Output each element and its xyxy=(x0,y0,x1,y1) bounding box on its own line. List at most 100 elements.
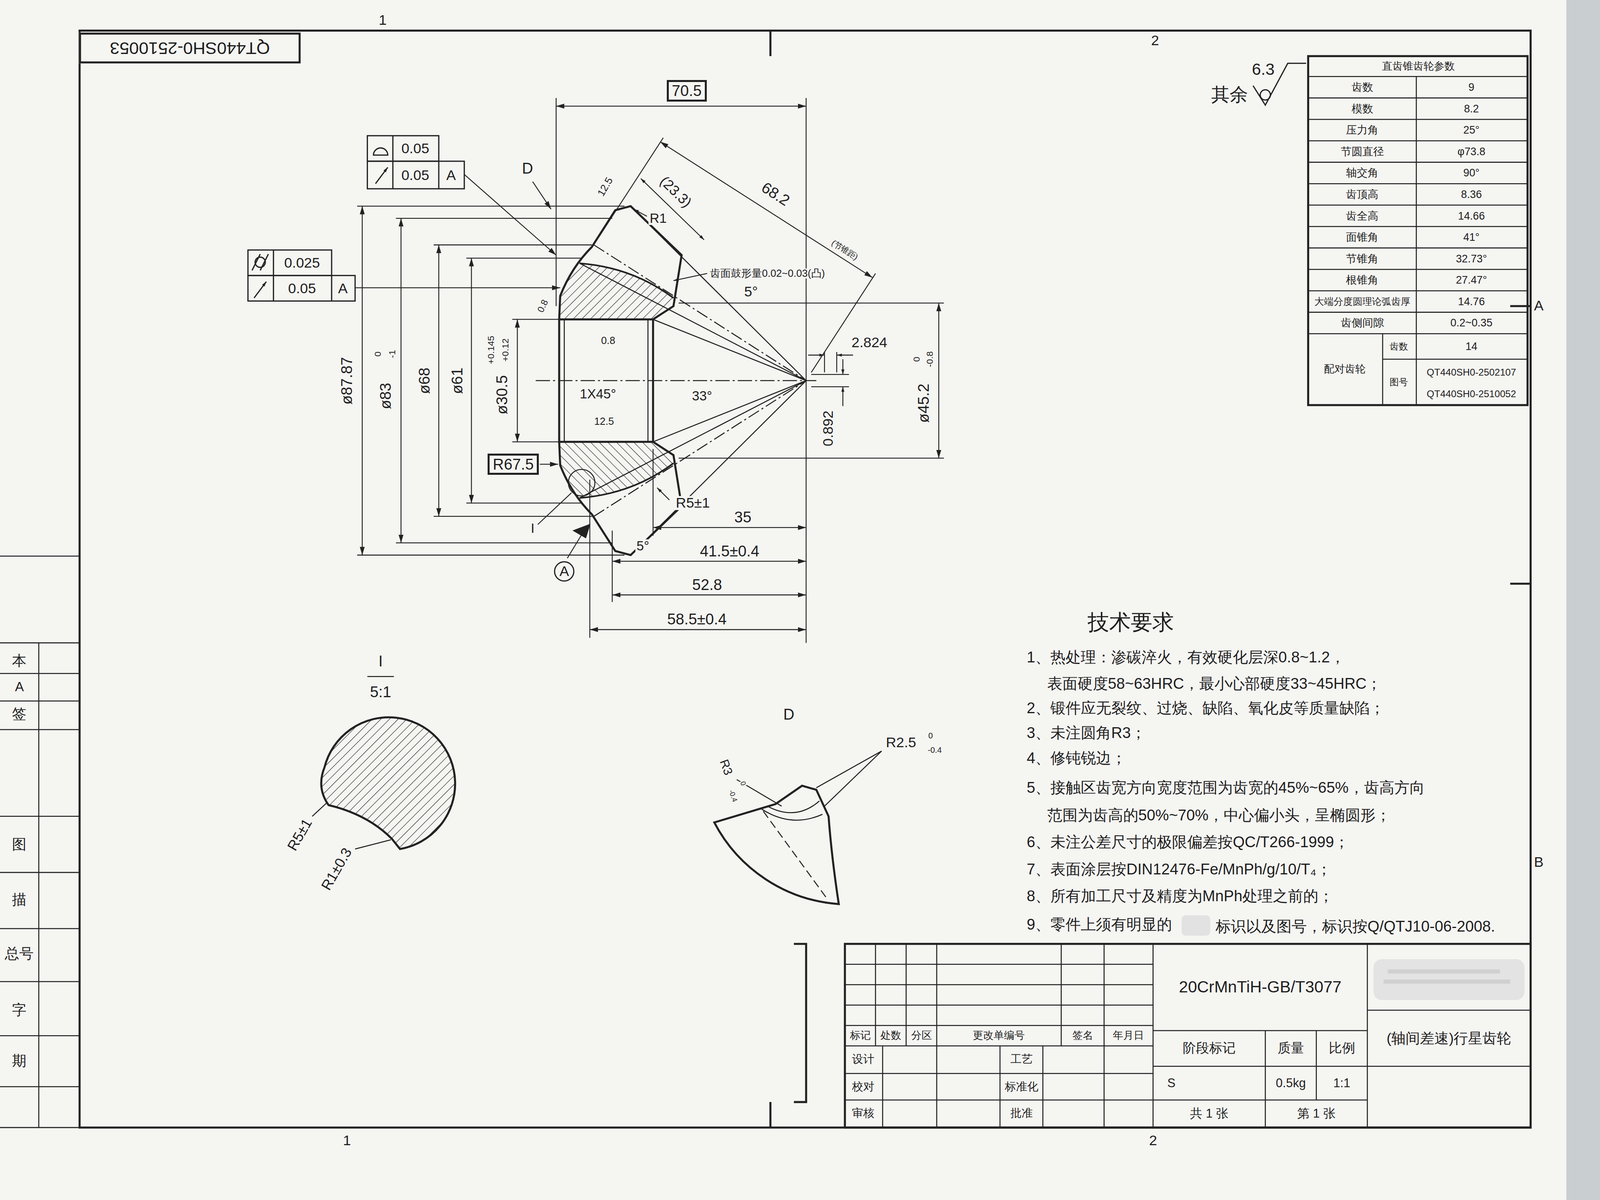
dimension-lines xyxy=(532,181,552,210)
title-block-cell: 阶段标记 xyxy=(1181,1041,1237,1055)
dimension-text: (节锥距) xyxy=(829,238,860,262)
table-cell: 41° xyxy=(1462,232,1481,243)
gear-section xyxy=(535,380,817,382)
title-block xyxy=(1383,971,1510,982)
technical-note: 2、锻件应无裂纹、过烧、缺陷、氧化皮等质量缺陷； xyxy=(1025,700,1386,716)
dimension-text: ø30.5 xyxy=(494,374,510,416)
dimension-lines xyxy=(567,534,582,559)
roughness-symbol xyxy=(1260,89,1271,100)
dimension-lines xyxy=(653,527,807,528)
dimension-lines xyxy=(598,137,876,373)
zone-mark: B xyxy=(1532,855,1545,870)
dimension-text: 35 xyxy=(733,509,753,525)
technical-note: 3、未注圆角R3； xyxy=(1025,724,1148,740)
dimension-lines xyxy=(361,206,363,555)
table-cell: 轴交角 xyxy=(1345,167,1380,179)
dimension-text: 1X45° xyxy=(578,387,618,401)
table-cell: 齿数 xyxy=(1389,342,1410,352)
tolerance-frames xyxy=(252,254,269,271)
dimension-text: 0.8 xyxy=(535,297,550,315)
table-cell: 齿侧间隙 xyxy=(1339,317,1385,329)
dimension-lines xyxy=(516,319,518,442)
dimension-lines xyxy=(470,258,472,503)
basic-dimension-box: 70.5 xyxy=(666,80,707,102)
title-block-cell: 质量 xyxy=(1276,1041,1305,1055)
parameter-table xyxy=(1382,76,1417,405)
table-cell: 8.2 xyxy=(1463,103,1480,114)
title-block-cell: 1:1 xyxy=(1332,1076,1352,1089)
dimension-lines xyxy=(464,174,557,256)
title-block xyxy=(1373,959,1525,1000)
table-cell: QT440SH0-2510052 xyxy=(1426,389,1517,399)
detail-text: 5:1 xyxy=(368,684,393,700)
dimension-text: R1 xyxy=(648,211,668,225)
tolerance-frames xyxy=(367,161,464,189)
tolerance-frames xyxy=(392,135,439,189)
margin-label: 签 xyxy=(11,707,28,722)
zone-mark: 2 xyxy=(1150,33,1161,48)
detail-text: 0 xyxy=(927,731,934,740)
detail-text: R5±1 xyxy=(284,815,316,854)
dimension-lines xyxy=(842,386,844,406)
title-block-cell: 比例 xyxy=(1327,1041,1356,1055)
title-block-cell: 工艺 xyxy=(1009,1053,1034,1065)
title-block-cell: 标准化 xyxy=(1003,1081,1039,1093)
technical-note: 5、接触区齿宽方向宽度范围为齿宽的45%~65%，齿高方向 xyxy=(1025,780,1426,796)
margin-label: 本 xyxy=(11,654,28,669)
dimension-text: (23.3) xyxy=(656,172,695,211)
table-cell: 齿数 xyxy=(1350,82,1374,93)
node-text: R67.5 xyxy=(492,456,534,472)
sheet-frame xyxy=(770,30,1531,1128)
margin-label: 图 xyxy=(11,837,28,852)
gear-section xyxy=(568,469,595,496)
gear-section xyxy=(559,206,806,381)
table-cell: 齿顶高 xyxy=(1345,189,1380,200)
title-block-cell: 审核 xyxy=(851,1107,876,1119)
title-block xyxy=(882,1046,1105,1128)
datum-circle: A xyxy=(554,561,575,582)
dimension-lines xyxy=(589,448,653,638)
dimension-lines xyxy=(633,209,647,217)
dimension-text: 41.5±0.4 xyxy=(698,543,761,559)
technical-note: 7、表面涂层按DIN12476-Fe/MnPh/g/10/T₄； xyxy=(1025,861,1333,877)
dimension-text: ø68 xyxy=(416,366,432,396)
tolerance-value: A xyxy=(336,281,349,296)
table-cell: 14 xyxy=(1464,341,1479,352)
dimension-text: ø87.87 xyxy=(339,355,355,406)
detail-views xyxy=(367,676,394,678)
tolerance-value: 0.025 xyxy=(283,256,322,271)
dimension-lines xyxy=(400,218,402,543)
table-cell: 根锥角 xyxy=(1345,274,1380,286)
title-block-cell: 校对 xyxy=(851,1081,876,1093)
parameter-table xyxy=(1308,56,1528,405)
dimension-text: -0.8 xyxy=(924,350,934,368)
dimension-text: ø45.2 xyxy=(916,382,932,424)
tolerance-frames xyxy=(248,250,332,276)
table-cell: 8.36 xyxy=(1460,189,1483,200)
tolerance-value: 0.05 xyxy=(400,168,431,183)
title-block-cell: 标记 xyxy=(848,1030,872,1042)
detail-text: 0 xyxy=(738,780,748,788)
margin-label: 描 xyxy=(11,892,28,908)
dimension-lines xyxy=(589,629,806,630)
basic-dimension-box: R67.5 xyxy=(487,453,539,476)
detail-text: R1±0.3 xyxy=(318,844,355,894)
tolerance-frames xyxy=(367,135,439,162)
margin-label: 期 xyxy=(11,1054,28,1069)
dimension-text: 2.824 xyxy=(850,335,889,350)
title-block-cell: 共 1 张 xyxy=(1188,1107,1230,1120)
dimension-text: 58.5±0.4 xyxy=(666,611,728,627)
table-cell: 节圆直径 xyxy=(1339,146,1385,157)
table-cell: 14.76 xyxy=(1457,296,1486,307)
zone-mark: 2 xyxy=(1148,1133,1159,1148)
technical-note: 表面硬度58~63HRC，最小心部硬度33~45HRC； xyxy=(1046,676,1384,692)
title-block-cell: (轴间差速)行星齿轮 xyxy=(1385,1031,1513,1046)
table-cell: 压力角 xyxy=(1345,124,1380,136)
title-block xyxy=(844,915,1531,1128)
title-block xyxy=(1181,915,1210,936)
tolerance-frames xyxy=(248,135,465,301)
table-cell: 节锥角 xyxy=(1345,253,1380,264)
title-block-cell: 0.5kg xyxy=(1274,1076,1307,1089)
sheet-frame xyxy=(0,30,1531,1128)
